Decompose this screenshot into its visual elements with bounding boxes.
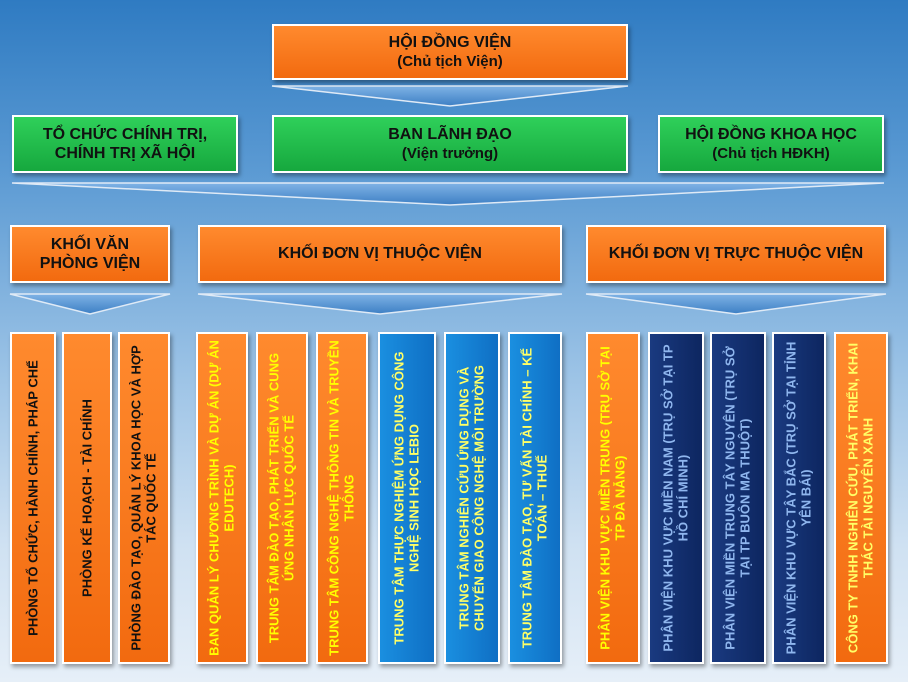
unit-label: BAN QUẢN LÝ CHƯƠNG TRÌNH VÀ DỰ ÁN (DỰ ÁN…	[206, 340, 237, 656]
political-org-title: TỔ CHỨC CHÍNH TRỊ,	[42, 125, 208, 143]
affiliated-block-title: KHỐI ĐƠN VỊ THUỘC VIỆN	[278, 245, 482, 263]
unit-column: TRUNG TÂM ĐÀO TẠO, TƯ VẤN TÀI CHÍNH – KẾ…	[508, 332, 562, 664]
unit-label: TRUNG TÂM NGHIÊN CỨU ỨNG DỤNG VÀ CHUYỂN …	[456, 365, 487, 631]
direct-block-box: KHỐI ĐƠN VỊ TRỰC THUỘC VIỆN	[586, 225, 886, 283]
unit-column: PHÒNG TỔ CHỨC, HÀNH CHÍNH, PHÁP CHẾ	[10, 332, 56, 664]
unit-label: PHÂN VIỆN KHU VỰC TÂY BẮC (TRỤ SỞ TẠI TỈ…	[783, 341, 814, 655]
unit-label: TRUNG TÂM ĐÀO TẠO, TƯ VẤN TÀI CHÍNH – KẾ…	[519, 347, 550, 649]
unit-label: TRUNG TÂM CÔNG NGHỆ THÔNG TIN VÀ TRUYỀN …	[326, 340, 357, 656]
unit-label: PHÒNG TỔ CHỨC, HÀNH CHÍNH, PHÁP CHẾ	[25, 360, 41, 636]
council-subtitle: (Chủ tịch Viện)	[397, 52, 503, 70]
unit-column: TRUNG TÂM CÔNG NGHỆ THÔNG TIN VÀ TRUYỀN …	[316, 332, 368, 664]
council-title: HỘI ĐỒNG VIỆN	[388, 34, 512, 52]
unit-column: PHÒNG KẾ HOẠCH - TÀI CHÍNH	[62, 332, 112, 664]
direct-block-title: KHỐI ĐƠN VỊ TRỰC THUỘC VIỆN	[608, 245, 864, 263]
science-council-box: HỘI ĐỒNG KHOA HỌC (Chủ tịch HĐKH)	[658, 115, 884, 173]
unit-column: PHÂN VIỆN KHU VỰC MIỀN NAM (TRỤ SỞ TẠI T…	[648, 332, 704, 664]
unit-label: CÔNG TY TNHH NGHIÊN CỨU, PHÁT TRIỂN, KHA…	[845, 342, 876, 654]
unit-label: TRUNG TÂM ĐÀO TẠO, PHÁT TRIỂN VÀ CUNG ỨN…	[266, 352, 297, 644]
affiliated-block-box: KHỐI ĐƠN VỊ THUỘC VIỆN	[198, 225, 562, 283]
unit-label: PHÒNG KẾ HOẠCH - TÀI CHÍNH	[79, 399, 95, 597]
science-council-subtitle: (Chủ tịch HĐKH)	[712, 144, 830, 162]
office-block-subtitle: PHÒNG VIỆN	[39, 255, 141, 272]
office-block-box: KHỐI VĂN PHÒNG VIỆN	[10, 225, 170, 283]
leadership-title: BAN LÃNH ĐẠO	[388, 126, 512, 144]
unit-label: PHÂN VIỆN KHU VỰC MIỀN NAM (TRỤ SỞ TẠI T…	[660, 344, 691, 652]
arrow-center	[197, 293, 563, 315]
unit-label: PHÒNG ĐÀO TẠO, QUẢN LÝ KHOA HỌC VÀ HỢP T…	[128, 345, 159, 651]
arrow-left	[9, 293, 171, 315]
council-box: HỘI ĐỒNG VIỆN (Chủ tịch Viện)	[272, 24, 628, 80]
arrow-middle	[11, 182, 885, 206]
political-org-box: TỔ CHỨC CHÍNH TRỊ, CHÍNH TRỊ XÃ HỘI	[12, 115, 238, 173]
unit-column: TRUNG TÂM THỰC NGHIỆM ỨNG DỤNG CÔNG NGHỆ…	[378, 332, 436, 664]
science-council-title: HỘI ĐỒNG KHOA HỌC	[685, 126, 857, 144]
unit-column: CÔNG TY TNHH NGHIÊN CỨU, PHÁT TRIỂN, KHA…	[834, 332, 888, 664]
unit-column: PHÂN VIỆN KHU VỰC MIỀN TRUNG (TRỤ SỞ TẠI…	[586, 332, 640, 664]
unit-column: TRUNG TÂM NGHIÊN CỨU ỨNG DỤNG VÀ CHUYỂN …	[444, 332, 500, 664]
arrow-top	[271, 85, 629, 107]
leadership-subtitle: (Viện trưởng)	[401, 144, 499, 162]
arrow-right	[585, 293, 887, 315]
unit-label: PHÂN VIỆN MIỀN TRUNG TÂY NGUYÊN (TRỤ SỞ …	[722, 346, 753, 650]
office-block-title: KHỐI VĂN	[50, 235, 130, 253]
unit-label: PHÂN VIỆN KHU VỰC MIỀN TRUNG (TRỤ SỞ TẠI…	[597, 346, 628, 650]
leadership-box: BAN LÃNH ĐẠO (Viện trưởng)	[272, 115, 628, 173]
unit-column: TRUNG TÂM ĐÀO TẠO, PHÁT TRIỂN VÀ CUNG ỨN…	[256, 332, 308, 664]
unit-column: PHÂN VIỆN KHU VỰC TÂY BẮC (TRỤ SỞ TẠI TỈ…	[772, 332, 826, 664]
unit-column: PHÂN VIỆN MIỀN TRUNG TÂY NGUYÊN (TRỤ SỞ …	[710, 332, 766, 664]
unit-column: BAN QUẢN LÝ CHƯƠNG TRÌNH VÀ DỰ ÁN (DỰ ÁN…	[196, 332, 248, 664]
unit-label: TRUNG TÂM THỰC NGHIỆM ỨNG DỤNG CÔNG NGHỆ…	[391, 351, 422, 645]
unit-column: PHÒNG ĐÀO TẠO, QUẢN LÝ KHOA HỌC VÀ HỢP T…	[118, 332, 170, 664]
political-org-subtitle: CHÍNH TRỊ XÃ HỘI	[54, 145, 196, 162]
